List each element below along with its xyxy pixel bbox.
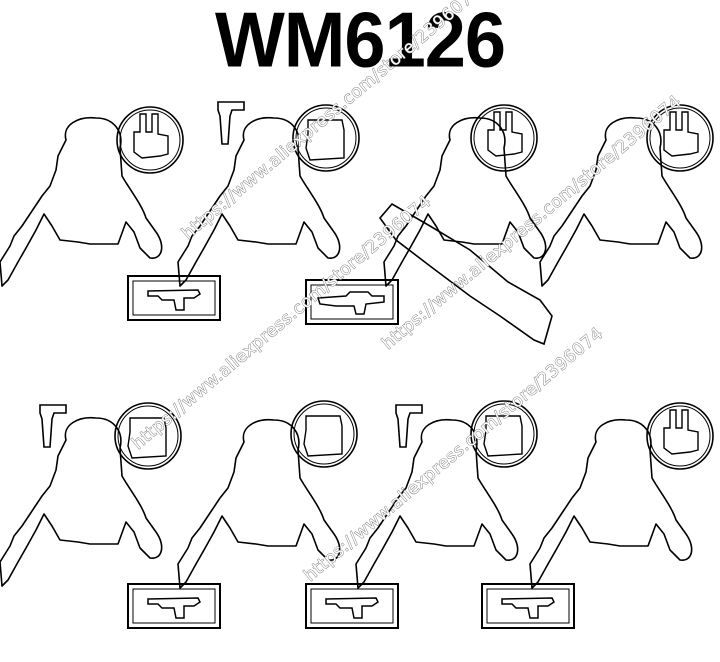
figure-6: [177, 400, 399, 629]
figure-1: [0, 106, 221, 321]
watermark-1: https://www.aliexpress.com/store/2396074: [178, 0, 485, 244]
figure-8: [529, 402, 714, 589]
product-title: WM6126: [214, 0, 506, 84]
figure-5: [0, 402, 221, 629]
figure-3: [378, 104, 553, 346]
watermark-3: https://www.aliexpress.com/store/2396074: [128, 192, 435, 454]
long-rifle-icon: [378, 202, 553, 346]
